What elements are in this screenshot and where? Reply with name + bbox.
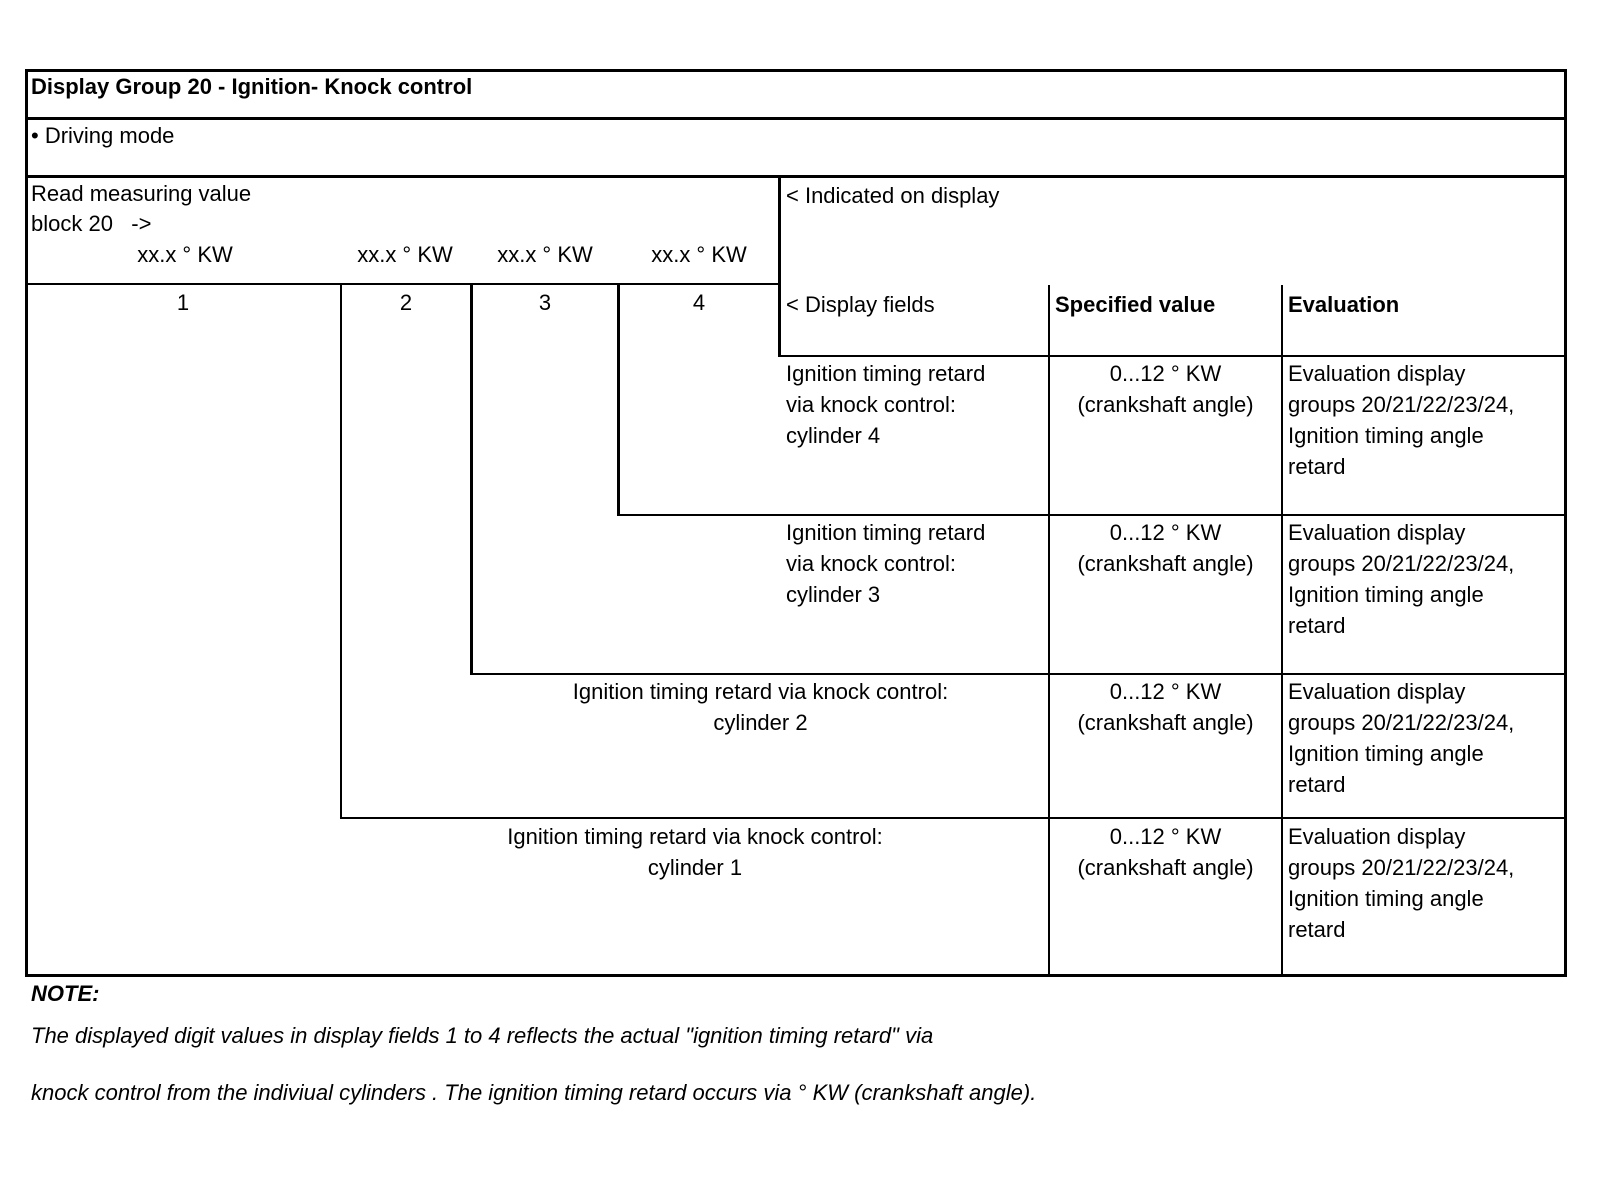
row-cyl1-spec: 0...12 ° KW (crankshaft angle) <box>1077 824 1254 880</box>
row-cyl3-desc: Ignition timing retard via knock control… <box>786 520 986 607</box>
divider-read-block <box>25 283 780 285</box>
specified-value-header: Specified value <box>1055 292 1216 317</box>
note-line-1: The displayed digit values in display fi… <box>31 1023 934 1048</box>
note-label: NOTE: <box>31 981 100 1006</box>
row-cyl4-spec: 0...12 ° KW (crankshaft angle) <box>1077 361 1254 417</box>
display-field-4-value: xx.x ° KW <box>651 242 747 267</box>
row-cyl3-eval: Evaluation display groups 20/21/22/23/24… <box>1288 520 1515 638</box>
divider-row-cyl3 <box>472 673 1567 675</box>
field-number-2: 2 <box>399 290 413 315</box>
display-field-1-value: xx.x ° KW <box>137 242 233 267</box>
bracket-field-4 <box>617 285 620 516</box>
read-block-line2: block 20 -> <box>31 211 152 236</box>
divider-title <box>25 117 1567 120</box>
row-cyl2-spec: 0...12 ° KW (crankshaft angle) <box>1077 679 1254 735</box>
evaluation-header: Evaluation <box>1288 292 1400 317</box>
read-block-line1: Read measuring value <box>31 181 252 206</box>
note-line-2: knock control from the indiviual cylinde… <box>31 1080 1037 1105</box>
row-cyl2-desc: Ignition timing retard via knock control… <box>572 679 949 735</box>
field-number-1: 1 <box>176 290 190 315</box>
field-number-3: 3 <box>538 290 552 315</box>
divider-evaluation-column <box>1281 285 1283 977</box>
divider-specified-column <box>1048 285 1050 977</box>
table-frame <box>25 69 1567 977</box>
row-cyl2-eval: Evaluation display groups 20/21/22/23/24… <box>1288 679 1515 797</box>
driving-mode: • Driving mode <box>31 123 175 148</box>
table-title: Display Group 20 - Ignition- Knock contr… <box>31 74 473 99</box>
field-number-4: 4 <box>692 290 706 315</box>
divider-indicated <box>778 178 781 357</box>
bracket-field-3 <box>470 285 473 675</box>
divider-row-cyl2 <box>340 817 1567 819</box>
display-fields-header: < Display fields <box>786 292 935 317</box>
indicated-on-display: < Indicated on display <box>786 183 1000 208</box>
divider-mode <box>25 175 1567 178</box>
divider-column-headers <box>778 355 1567 357</box>
row-cyl3-spec: 0...12 ° KW (crankshaft angle) <box>1077 520 1254 576</box>
row-cyl4-desc: Ignition timing retard via knock control… <box>786 361 986 448</box>
row-cyl1-eval: Evaluation display groups 20/21/22/23/24… <box>1288 824 1515 942</box>
row-cyl4-eval: Evaluation display groups 20/21/22/23/24… <box>1288 361 1515 479</box>
display-field-3-value: xx.x ° KW <box>497 242 593 267</box>
row-cyl1-desc: Ignition timing retard via knock control… <box>507 824 883 880</box>
bracket-field-2 <box>340 285 342 819</box>
display-field-2-value: xx.x ° KW <box>357 242 453 267</box>
divider-row-cyl4 <box>619 514 1567 516</box>
